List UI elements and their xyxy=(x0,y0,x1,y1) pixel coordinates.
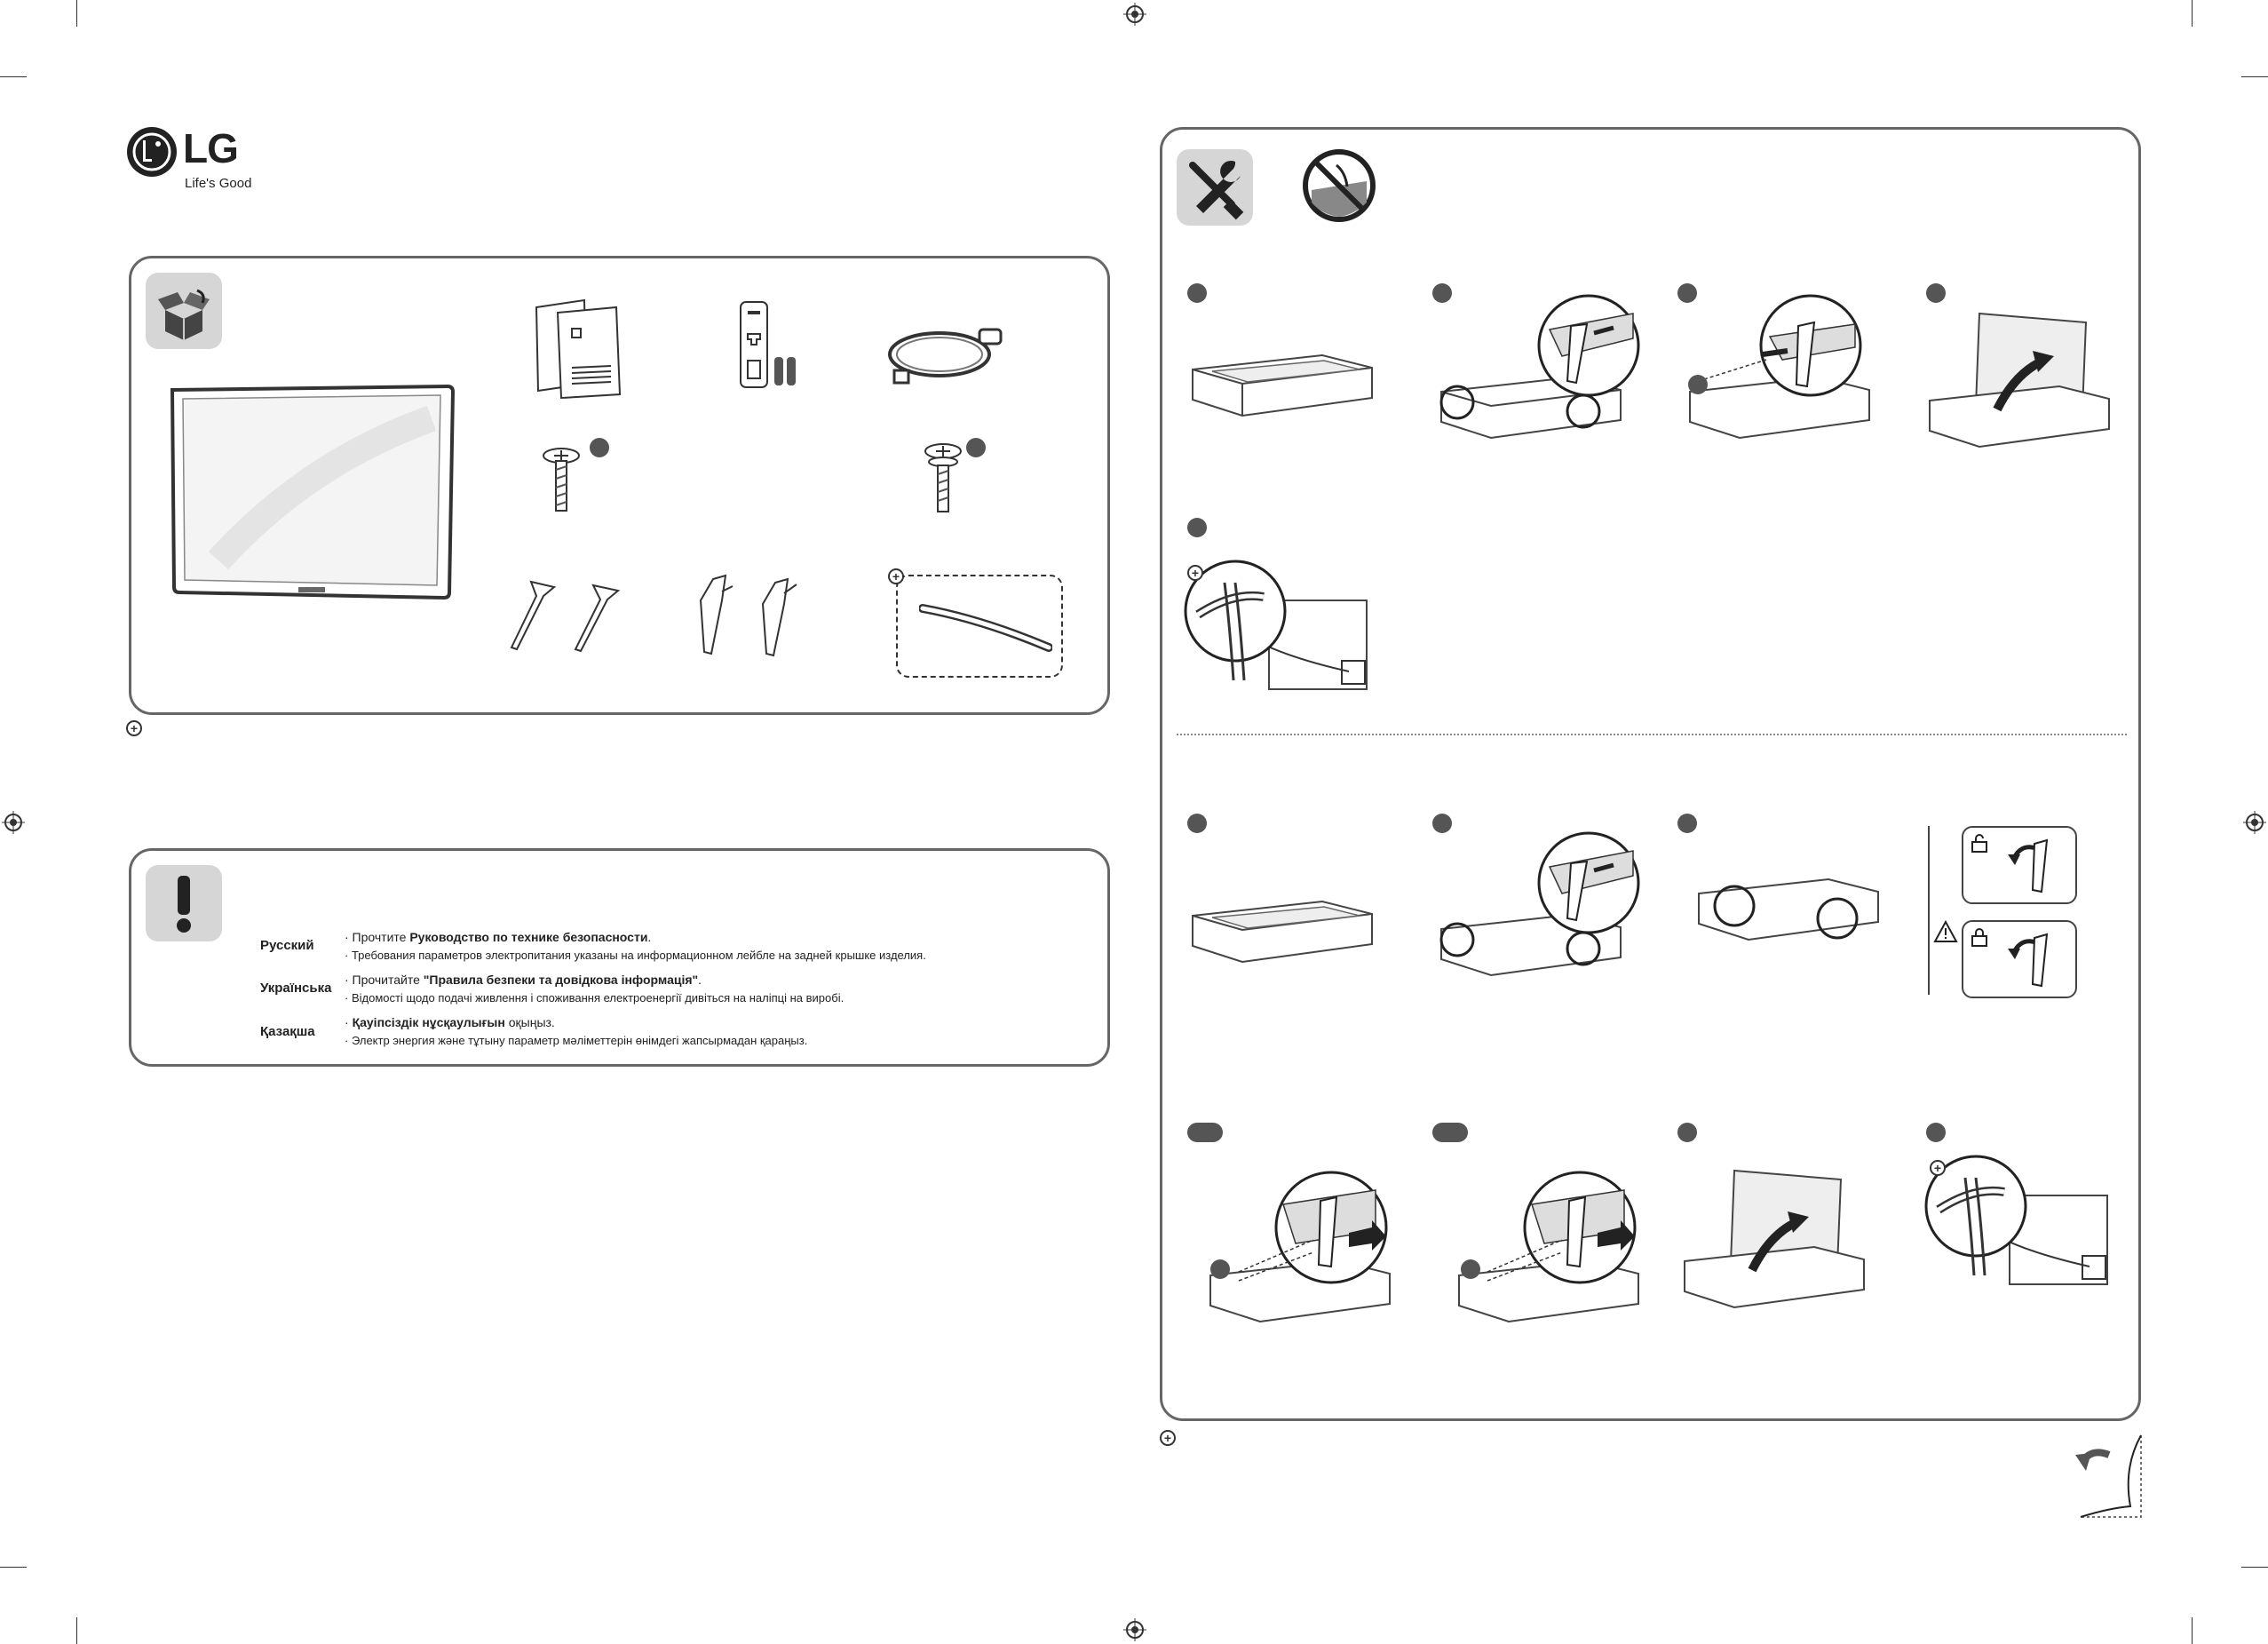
crop-mark xyxy=(76,1617,77,1644)
unlock-icon xyxy=(1971,834,1987,853)
step-stands-on-tv xyxy=(1698,878,1879,941)
lock-divider xyxy=(1928,826,1930,995)
power-cord-illustration xyxy=(888,328,1003,385)
text-bold: Қауіпсіздік нұсқаулығын xyxy=(352,1015,505,1029)
text-prefix: · Прочитайте xyxy=(345,973,424,987)
logo-wordmark: LG xyxy=(183,125,239,171)
registration-mark xyxy=(2,811,25,834)
exclamation-icon xyxy=(177,876,191,933)
screw-a-marker xyxy=(1688,375,1708,394)
lock-icon xyxy=(1971,928,1987,947)
step-tv-in-box-alt xyxy=(1192,900,1373,964)
text-suffix: . xyxy=(698,973,702,987)
stand-b-illustration xyxy=(699,574,797,657)
safety-line-ru-2: · Требования параметров электропитания у… xyxy=(345,949,926,962)
step-cable-holder-alt xyxy=(1924,1155,2108,1285)
step-marker xyxy=(1926,1123,1946,1142)
rotate-arrow-icon xyxy=(2008,838,2049,893)
rotate-arrow-icon xyxy=(2008,933,2049,988)
step-lift-tv-alt xyxy=(1684,1169,1865,1309)
lock-panel-locked xyxy=(1962,920,2077,998)
step-marker xyxy=(1677,814,1697,833)
text-suffix: . xyxy=(647,930,652,944)
brand-logo: LG Life's Good xyxy=(126,124,268,195)
language-label-ru: Русский xyxy=(260,938,314,953)
registration-mark xyxy=(1123,3,1146,26)
safety-line-kk-1: · Қауіпсіздік нұсқаулығын оқыңыз. xyxy=(345,1015,555,1029)
components-panel: + xyxy=(129,256,1110,715)
stand-a-illustration xyxy=(510,580,621,653)
step-attach-stand-zoom xyxy=(1439,294,1640,440)
step-cable-holder xyxy=(1184,560,1368,690)
step-tv-in-box xyxy=(1192,353,1373,417)
step-insert-screws-zoom xyxy=(1689,294,1870,440)
tools-tile xyxy=(1177,149,1253,226)
step-marker xyxy=(1432,814,1452,833)
open-box-icon xyxy=(158,289,210,340)
registration-mark xyxy=(2243,811,2266,834)
crop-mark xyxy=(0,76,27,77)
step-marker xyxy=(1432,283,1452,303)
text-prefix: · xyxy=(345,1015,353,1029)
remote-illustration xyxy=(740,301,796,388)
text-bold: Руководство по технике безопасности xyxy=(409,930,648,944)
safety-line-kk-2: · Электр энергия және тұтыну параметр мә… xyxy=(345,1034,808,1047)
optional-plus-icon: + xyxy=(1930,1160,1946,1176)
optional-cable-holder-box xyxy=(896,575,1063,678)
screw-a-marker xyxy=(1210,1259,1230,1279)
warning-tile xyxy=(146,865,222,941)
optional-plus-icon: + xyxy=(888,568,904,584)
note-plus-icon: + xyxy=(1160,1430,1176,1446)
step-attach-stand-alt-zoom xyxy=(1439,831,1640,977)
logo-tagline: Life's Good xyxy=(185,176,252,191)
step-marker xyxy=(1187,283,1207,303)
safety-panel: Русский · Прочтите Руководство по техник… xyxy=(129,848,1110,1067)
step-marker xyxy=(1926,283,1946,303)
text-bold: "Правила безпеки та довідкова інформація… xyxy=(423,973,699,987)
text-suffix: оқыңыз. xyxy=(504,1015,555,1029)
step-marker xyxy=(1187,518,1207,537)
step-lift-tv xyxy=(1929,312,2110,449)
no-press-screen-icon xyxy=(1303,149,1376,222)
crop-mark xyxy=(2192,1617,2193,1644)
section-divider xyxy=(1177,734,2127,735)
optional-plus-icon: + xyxy=(1187,565,1203,581)
warning-triangle-icon xyxy=(1933,920,1958,942)
step-marker xyxy=(1187,814,1207,833)
step-marker xyxy=(1187,1123,1223,1142)
language-label-kk: Қазақша xyxy=(260,1024,315,1039)
crop-mark xyxy=(2192,0,2193,27)
tv-illustration xyxy=(170,384,456,600)
crop-mark xyxy=(76,0,77,27)
safety-line-uk-1: · Прочитайте "Правила безпеки та довідко… xyxy=(345,973,702,987)
manuals-illustration xyxy=(535,298,622,400)
assembly-panel: + xyxy=(1160,127,2141,1421)
crop-mark xyxy=(2241,76,2268,77)
box-tile xyxy=(146,273,222,349)
screwdriver-wrench-icon xyxy=(1189,160,1244,220)
screw-illustration xyxy=(543,448,580,512)
page-turn-icon xyxy=(2075,1434,2142,1518)
safety-line-uk-2: · Відомості щодо подачі живлення і спожи… xyxy=(345,991,845,1005)
step-screw-stand-b-zoom xyxy=(1458,1171,1639,1323)
step-marker xyxy=(1677,1123,1697,1142)
screw-washer-illustration xyxy=(924,443,962,512)
lg-face-icon xyxy=(127,127,177,177)
note-plus-icon: + xyxy=(126,720,142,736)
safety-line-ru-1: · Прочтите Руководство по технике безопа… xyxy=(345,930,651,944)
screw-b-marker xyxy=(1461,1259,1480,1279)
screw-b-marker xyxy=(966,438,986,457)
language-label-uk: Українська xyxy=(260,981,332,996)
step-marker xyxy=(1677,283,1697,303)
text-prefix: · Прочтите xyxy=(345,930,410,944)
step-marker xyxy=(1432,1123,1468,1142)
step-screw-stand-a-zoom xyxy=(1209,1171,1391,1323)
registration-mark xyxy=(1123,1618,1146,1641)
lock-panel-unlocked xyxy=(1962,826,2077,904)
screw-a-marker xyxy=(590,438,609,457)
cable-holder-illustration xyxy=(919,604,1052,652)
crop-mark xyxy=(2241,1567,2268,1568)
crop-mark xyxy=(0,1567,27,1568)
